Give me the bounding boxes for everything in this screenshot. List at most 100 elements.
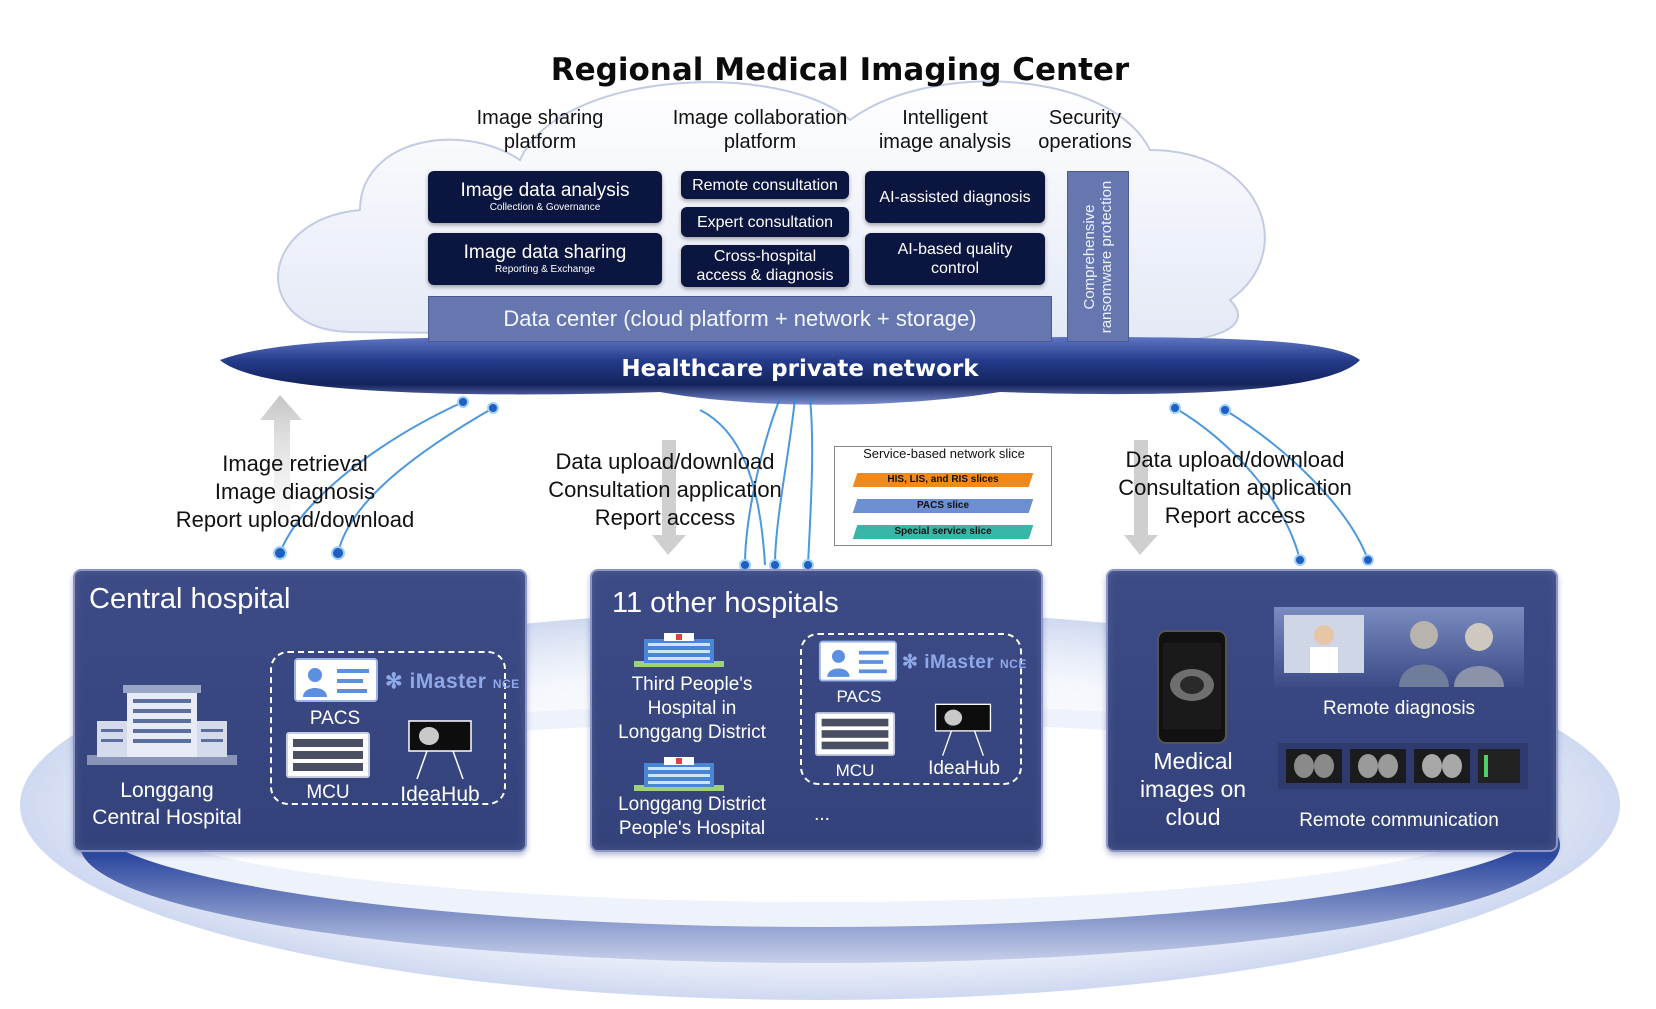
box-label: Image data analysis [460,180,630,201]
mobile-phone-icon [1157,630,1227,744]
flow-arrow-right [1124,440,1158,555]
imaster-suffix: NCE [1000,657,1027,671]
column-header-sharing: Image sharing platform [440,106,640,154]
flow-line: Report access [1164,503,1306,528]
box-label: AI-based quality [897,241,1013,258]
mcu-label: MCU [306,782,350,803]
label-line: Medical [1153,748,1233,774]
network-label: Healthcare private network [621,356,979,382]
cross-hospital-box: Cross-hospital access & diagnosis [681,245,849,287]
pacs-label: PACS [309,708,361,729]
flow-line: Report access [594,505,736,530]
longgang-district-hospital-name: Longgang District People's Hospital [592,793,792,841]
imaster-text: iMaster [409,670,487,693]
box-label: access & diagnosis [696,267,834,284]
column-header-line: platform [723,131,797,153]
column-header-collab: Image collaboration platform [660,106,860,154]
hospital-name-line: Longgang District [618,722,766,743]
column-header-line: Intelligent [902,107,988,129]
equipment-group [800,633,1022,785]
hospital-name-line: Central Hospital [92,806,242,829]
panel-title: 11 other hospitals [612,587,839,619]
slice-bar-pacs: PACS slice [852,499,1034,513]
flow-arrow-middle [652,440,686,555]
remote-communication-scans [1278,743,1528,789]
box-sublabel: Reporting & Exchange [494,264,596,275]
ideahub-label: IdeaHub [928,758,1000,779]
panel-title: Central hospital [89,583,291,615]
central-hospital-name: Longgang Central Hospital [81,777,253,831]
pacs-icon [294,658,378,702]
flow-line: Consultation application [548,477,782,502]
hospital-building-icon [634,757,724,791]
imaster-nce-logo: ✻ iMaster NCE [385,669,520,694]
hospital-name-line: Hospital in [647,698,737,719]
slice-label: PACS slice [916,500,970,511]
remote-diagnosis-photo [1274,607,1524,687]
column-header-line: platform [503,131,577,153]
flow-text-left: Image retrieval Image diagnosis Report u… [150,450,440,534]
column-header-line: Security [1048,107,1122,129]
equipment-group [270,651,506,805]
flow-line: Image retrieval [222,451,368,476]
other-hospitals-panel: 11 other hospitals Third People's Hospit… [590,569,1043,852]
hospital-building-icon [87,685,237,765]
pacs-label: PACS [836,687,882,706]
network-slice-box: HIS, LIS, and RIS slices PACS slice Spec… [834,446,1052,546]
network-band [220,337,1360,405]
slice-bar-special: Special service slice [852,525,1034,539]
remote-consultation-box: Remote consultation [681,171,849,199]
expert-consultation-box: Expert consultation [681,207,849,237]
column-header-intelligent: Intelligent image analysis [860,106,1030,154]
column-header-security: Security operations [1030,106,1140,154]
slice-title: Service-based network slice [863,446,1025,461]
hospital-name-line: Longgang District [618,794,766,815]
connection-lines [279,397,1369,566]
column-header-line: image analysis [878,131,1012,153]
remote-communication-label: Remote communication [1299,810,1499,831]
data-center-bar: Data center (cloud platform + network + … [428,296,1052,342]
flow-line: Image diagnosis [214,479,376,504]
column-header-line: operations [1038,131,1132,153]
box-label: Expert consultation [696,213,834,231]
column-header-line: Image collaboration [672,107,848,129]
column-header-line: Image sharing [476,107,604,129]
page-title: Regional Medical Imaging Center [550,52,1130,88]
imaster-suffix: NCE [492,677,520,691]
ransomware-protection-label: Comprehensive ransomware protection [1081,180,1115,334]
pacs-icon [818,640,898,682]
flow-line: Data upload/download [1125,447,1345,472]
flow-line: Consultation application [1118,475,1352,500]
medical-images-cloud-label: Medical images on cloud [1132,747,1254,831]
slice-label: Special service slice [894,526,992,537]
slice-bar-his: HIS, LIS, and RIS slices [852,473,1034,487]
hospital-name-line: People's Hospital [618,818,766,839]
slice-label: HIS, LIS, and RIS slices [887,474,999,485]
ransomware-protection-box: Comprehensive ransomware protection [1067,171,1129,342]
box-label: AI-assisted diagnosis [879,188,1031,206]
ideahub-icon [408,720,472,780]
imaster-star-icon: ✻ [385,670,404,693]
ideahub-icon [934,703,992,756]
flow-arrow-left [260,395,302,560]
imaster-text: iMaster [924,652,995,673]
third-peoples-hospital-name: Third People's Hospital in Longgang Dist… [592,673,792,745]
box-label: control [930,260,980,277]
mcu-icon [286,732,370,778]
more-hospitals-ellipsis: ... [814,804,830,825]
hospital-building-icon [634,633,724,667]
flow-text-right: Data upload/download Consultation applic… [1090,446,1380,530]
box-label: Image data sharing [463,242,627,263]
remote-services-panel: Medical images on cloud Remote diagnosis [1106,569,1558,852]
connection-nodes [273,396,1374,571]
remote-diagnosis-label: Remote diagnosis [1322,698,1476,719]
flow-line: Report upload/download [175,507,415,532]
mcu-label: MCU [835,761,875,780]
box-label: Cross-hospital [713,248,817,265]
ideahub-label: IdeaHub [400,783,480,806]
imaster-nce-logo: ✻ iMaster NCE [902,651,1027,674]
ai-assisted-diagnosis-box: AI-assisted diagnosis [865,171,1045,223]
flow-line: Data upload/download [555,449,775,474]
hospital-name-line: Third People's [631,674,753,695]
image-data-sharing-box: Image data sharing Reporting & Exchange [428,233,662,285]
